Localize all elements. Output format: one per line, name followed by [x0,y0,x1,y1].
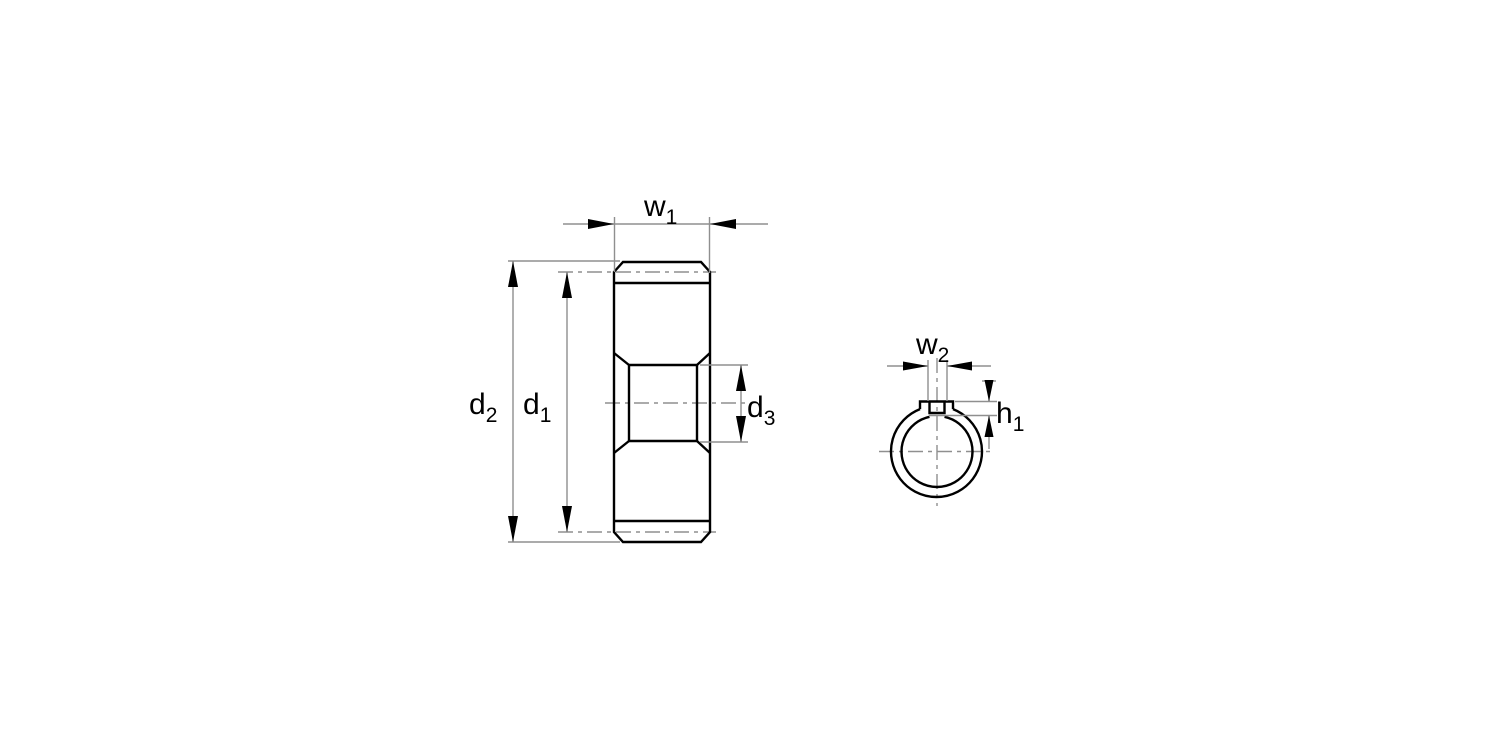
h1-arrow-top [984,380,994,402]
keyway-inner [928,401,946,415]
outer-circle [889,407,984,499]
end-view [879,358,994,506]
keyway-outer [918,400,955,410]
label-h1: h1 [996,397,1024,436]
bore-circle [900,415,974,489]
d2-arrow-top [508,261,518,287]
bore-chamfer-top-left [613,352,630,366]
d2-arrow-bottom [508,516,518,542]
side-view [558,260,748,544]
dim-d1: d1 [523,272,572,532]
dim-w2: w2 [887,328,991,401]
h1-arrow-bottom [984,415,994,437]
w2-arrow-left [903,361,928,371]
part-outline [612,260,712,544]
bore-chamfer-bottom-right [696,440,711,454]
d1-arrow-bottom [562,506,572,532]
label-w1: w1 [643,190,677,229]
w1-arrow-left [588,219,614,229]
dim-h1: h1 [929,380,1024,449]
bore-chamfer-top-right [696,352,711,366]
d3-arrow-top [736,365,746,391]
dim-d3: d3 [700,364,775,443]
bore-chamfer-bottom-left [613,440,630,454]
label-d2: d2 [469,388,497,427]
dim-w1: w1 [563,190,768,273]
d3-arrow-bottom [736,416,746,442]
label-d1: d1 [523,388,551,427]
d1-arrow-top [562,272,572,298]
label-w2: w2 [915,328,949,367]
label-d3: d3 [747,391,775,430]
w1-arrow-right [710,219,736,229]
w2-arrow-right [947,361,972,371]
dim-d2: d2 [469,260,620,543]
